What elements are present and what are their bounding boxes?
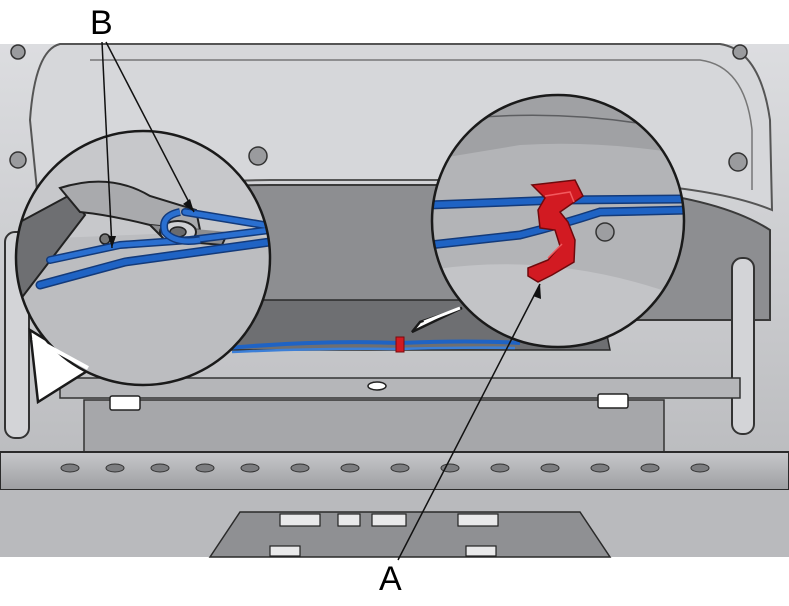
callout-label-a: A: [379, 560, 402, 598]
wire-harness: [227, 339, 521, 350]
red-clip: [527, 179, 584, 283]
leader-lines: [101, 41, 541, 561]
harness-clip: [395, 336, 405, 353]
detail-view-b: [14, 129, 272, 405]
callout-label-b: B: [90, 4, 113, 42]
